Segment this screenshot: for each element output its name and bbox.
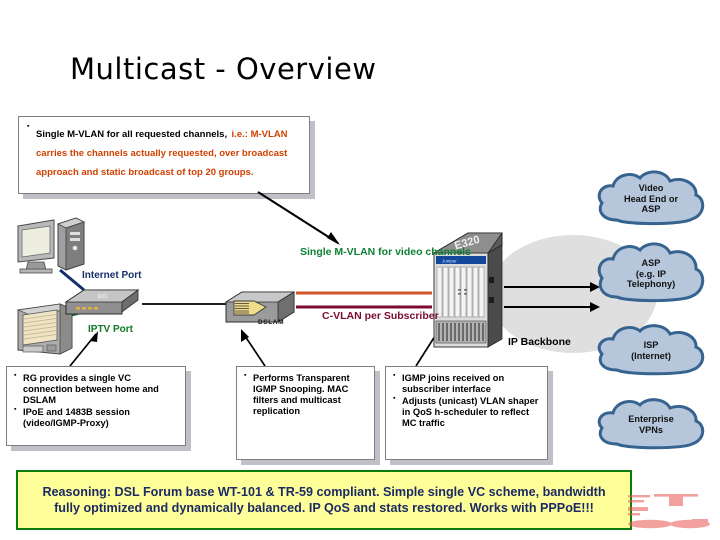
rg-device-label: RG <box>97 293 108 301</box>
pc-icon <box>14 216 92 278</box>
cloud-label: ASP (e.g. IP Telephony) <box>626 257 676 290</box>
cloud-shape-icon <box>597 324 705 376</box>
rg-router-icon: RG <box>64 288 142 320</box>
tv-icon <box>14 300 86 362</box>
cloud-video-head-end: Video Head End or ASP <box>593 168 709 230</box>
ip-backbone-label: IP Backbone <box>508 336 571 348</box>
callout-mvlan: Single M-VLAN for all requested channels… <box>18 116 310 194</box>
callout-rg-item: RG provides a single VC connection betwe… <box>14 372 179 406</box>
reasoning-banner-text: Reasoning: DSL Forum base WT-101 & TR-59… <box>42 484 606 515</box>
cloud-shape-icon <box>597 170 705 226</box>
cloud-shape-icon <box>597 398 705 450</box>
callout-e320: IGMP joins received on subscriber interf… <box>385 366 548 460</box>
iptv-port-label: IPTV Port <box>88 324 134 335</box>
dslam-icon <box>222 290 298 328</box>
single-mvlan-label: Single M-VLAN for video channels <box>300 246 471 258</box>
page-title: Multicast - Overview <box>70 52 377 86</box>
cloud-asp-telephony: ASP (e.g. IP Telephony) <box>593 240 709 308</box>
cloud-isp-internet: ISP (Internet) <box>593 322 709 380</box>
callout-rg: RG provides a single VC connection betwe… <box>6 366 186 446</box>
cloud-label: Enterprise VPNs <box>628 414 674 435</box>
cloud-enterprise-vpns: Enterprise VPNs <box>593 396 709 454</box>
e320-chassis-icon: E320 Juniper <box>428 231 506 351</box>
internet-port-label: Internet Port <box>82 270 142 281</box>
arrow-dslam-callout <box>241 329 266 367</box>
callout-dslam: Performs Transparent IGMP Snooping. MAC … <box>236 366 375 460</box>
cvlan-subscriber-label: C-VLAN per Subscriber <box>322 310 439 322</box>
reasoning-banner: Reasoning: DSL Forum base WT-101 & TR-59… <box>16 470 632 530</box>
cloud-shape-icon <box>597 242 705 303</box>
corner-watermark-logo <box>628 486 712 530</box>
callout-e320-item: IGMP joins received on subscriber interf… <box>393 372 541 395</box>
arrow-callout-to-mvlan <box>257 191 340 245</box>
svg-text:Juniper: Juniper <box>442 259 457 264</box>
callout-e320-item: Adjusts (unicast) VLAN shaper in QoS h-s… <box>393 395 541 429</box>
callout-rg-item: IPoE and 1483B session (video/IGMP-Proxy… <box>14 406 179 429</box>
callout-mvlan-line1: Single M-VLAN for all requested channels… <box>36 129 228 140</box>
cloud-label: Video Head End or ASP <box>623 182 679 215</box>
cloud-label: ISP (Internet) <box>631 340 671 361</box>
dslam-label: DSLAM <box>258 319 285 326</box>
callout-mvlan-prefix: i.e.: <box>231 129 251 140</box>
callout-mvlan-line2: M-VLAN carries the channels actually req… <box>36 129 288 178</box>
callout-dslam-item: Performs Transparent IGMP Snooping. MAC … <box>244 372 368 417</box>
